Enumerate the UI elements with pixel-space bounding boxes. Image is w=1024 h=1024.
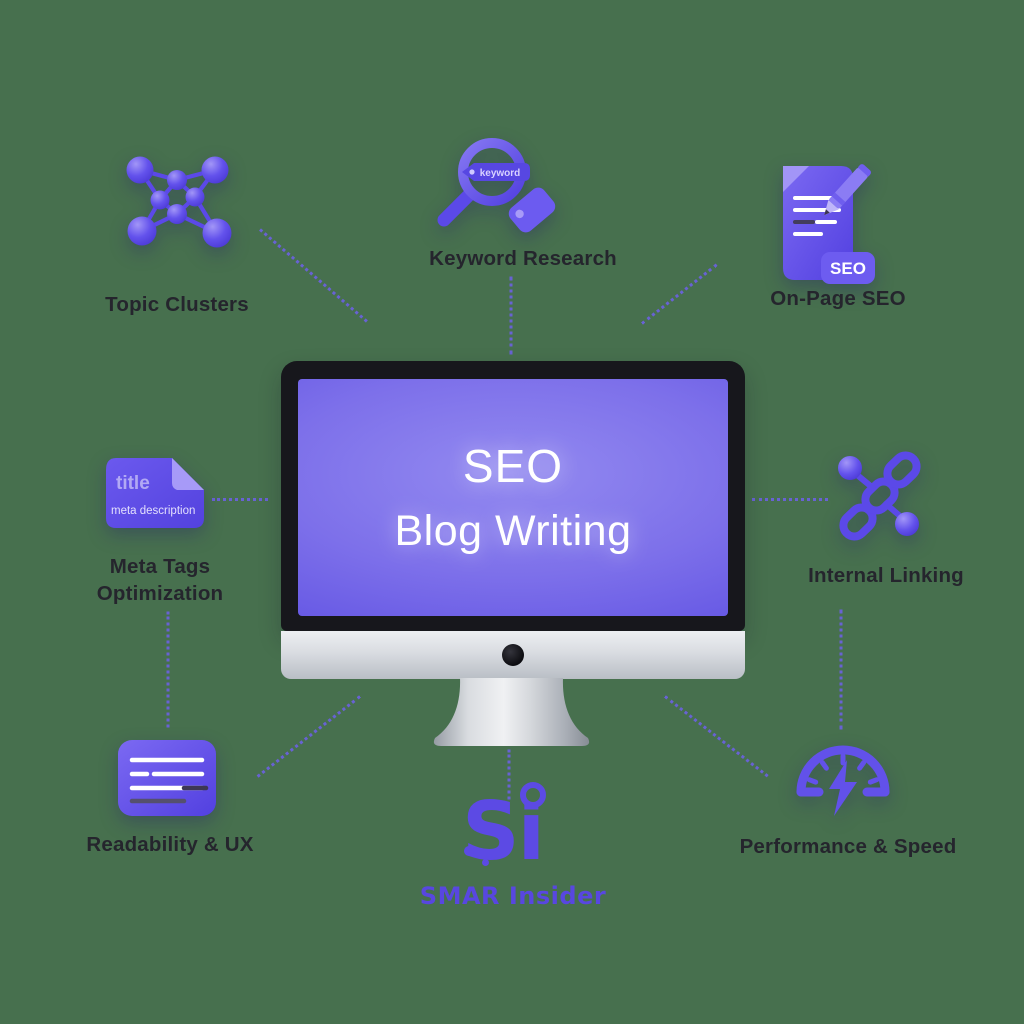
connector-left-vertical bbox=[166, 611, 170, 728]
seo-badge-text: SEO bbox=[830, 259, 866, 278]
meta-note-icon: title meta description bbox=[106, 458, 204, 528]
logo-dot bbox=[464, 846, 474, 856]
logo-dot bbox=[482, 859, 489, 866]
document-pencil-icon: SEO bbox=[783, 164, 875, 284]
label-internal-linking: Internal Linking bbox=[808, 564, 964, 587]
screen-title-line2: Blog Writing bbox=[394, 507, 632, 555]
connector-right-vertical bbox=[839, 609, 843, 730]
connector-topright-diagonal bbox=[641, 263, 718, 325]
keyword-tag-text: keyword bbox=[480, 168, 521, 179]
connector-top-vertical bbox=[509, 276, 513, 355]
smar-insider-logo: Si bbox=[462, 782, 582, 884]
monitor-screen: SEO Blog Writing bbox=[298, 379, 728, 616]
label-topic-clusters: Topic Clusters bbox=[105, 293, 249, 316]
label-readability-ux: Readability & UX bbox=[86, 833, 254, 856]
camera-dot bbox=[502, 644, 524, 666]
pencil-shape bbox=[824, 164, 871, 216]
brand-name: SMAR Insider bbox=[419, 882, 607, 910]
label-meta-tags-line2: Optimization bbox=[96, 582, 224, 605]
label-meta-tags-line1: Meta Tags bbox=[109, 555, 211, 578]
label-performance-speed: Performance & Speed bbox=[739, 835, 957, 858]
connector-right-horizontal bbox=[752, 498, 828, 501]
label-on-page-seo: On-Page SEO bbox=[770, 287, 906, 310]
screen-title-line1: SEO bbox=[462, 440, 564, 492]
note-description-text: meta description bbox=[111, 505, 195, 517]
speedometer-bolt-icon bbox=[796, 745, 890, 816]
text-card-icon bbox=[118, 740, 216, 816]
connector-left-horizontal bbox=[212, 498, 268, 501]
label-meta-tags: Meta Tags Optimization bbox=[50, 553, 270, 607]
chain-link-icon bbox=[838, 451, 921, 541]
price-tag-shape bbox=[508, 187, 556, 233]
magnifier-keyword-tag-icon: keyword bbox=[437, 138, 556, 233]
monitor-chin bbox=[281, 631, 745, 679]
label-keyword-research: Keyword Research bbox=[429, 247, 617, 270]
note-title-text: title bbox=[116, 473, 150, 494]
logo-i-ring-icon bbox=[520, 782, 546, 808]
monitor-illustration: SEO Blog Writing bbox=[281, 361, 745, 761]
monitor-stand bbox=[433, 678, 590, 746]
network-cluster-icon bbox=[126, 156, 232, 248]
